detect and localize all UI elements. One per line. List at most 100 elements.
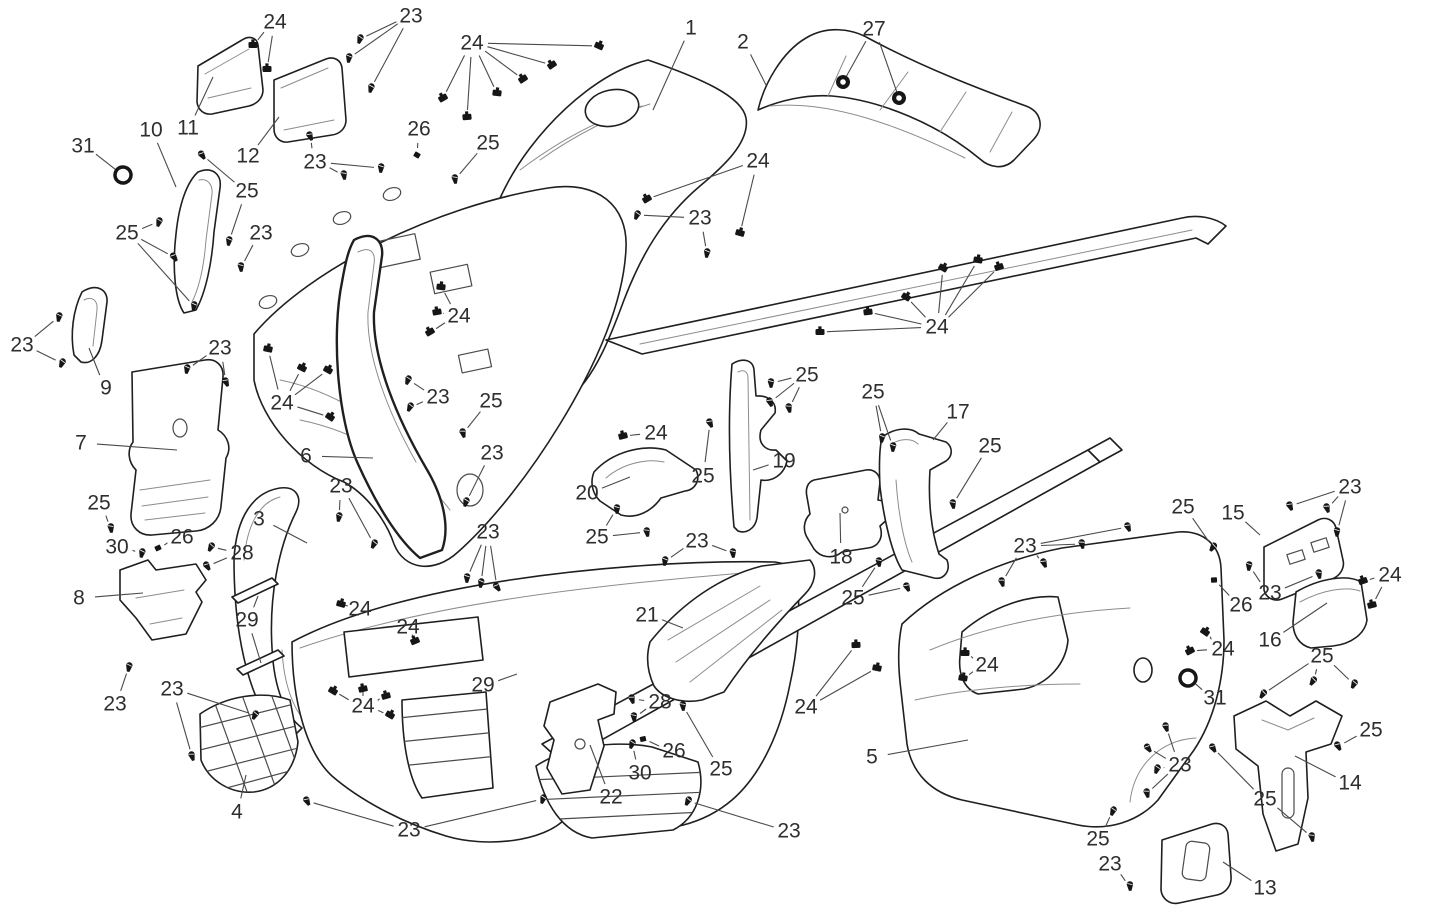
leader-line [481, 545, 487, 577]
callout-label-25: 25 [861, 381, 884, 404]
callout-label-23: 23 [249, 222, 272, 245]
leader-line [466, 56, 472, 111]
screw-fastener-icon [405, 375, 412, 385]
screw-fastener-icon [357, 34, 364, 44]
screw-fastener-icon [126, 662, 133, 672]
callout-label-23: 23 [303, 151, 326, 174]
screw-fastener-icon [613, 504, 621, 514]
leader-line [1277, 807, 1307, 834]
leader-line [1222, 861, 1252, 882]
leader-line [1209, 636, 1212, 640]
leader-line [887, 739, 969, 756]
leader-line [213, 557, 228, 565]
leader-line [140, 238, 169, 255]
leader-line [686, 711, 714, 758]
leader-line [313, 802, 394, 827]
leader-line [459, 152, 478, 175]
leader-line [141, 223, 153, 229]
leader-line [1040, 527, 1122, 545]
leader-line [377, 709, 384, 714]
leader-line [694, 802, 774, 828]
callout-label-8: 8 [73, 587, 85, 610]
callout-label-16: 16 [1258, 629, 1281, 652]
leader-line [338, 499, 341, 511]
part-12-detail [280, 67, 335, 131]
leader-line [1217, 752, 1254, 790]
clip-fastener-icon [973, 254, 983, 264]
screw-fastener-icon [169, 252, 178, 262]
screw-fastener-icon [156, 217, 163, 227]
part-15-slot [1286, 549, 1306, 565]
leader-line [1338, 500, 1347, 526]
leader-line [826, 327, 922, 333]
clip-fastener-icon [436, 281, 446, 291]
clip-fastener-icon [262, 63, 272, 73]
callout-label-3: 3 [253, 508, 265, 531]
leader-line [633, 750, 637, 760]
part-5-quarter-panel [897, 531, 1225, 828]
screw-fastener-icon [1110, 806, 1117, 816]
callout-label-23: 23 [160, 678, 183, 701]
leader-line [354, 23, 399, 55]
leader-line [156, 142, 177, 188]
screw-fastener-icon [1334, 741, 1342, 751]
screw-fastener-icon [377, 163, 385, 173]
screw-fastener-icon [1308, 832, 1315, 842]
screw-fastener-icon [1209, 743, 1217, 753]
part-13-slot [1181, 840, 1211, 882]
leader-line [878, 41, 898, 92]
callout-label-23: 23 [103, 693, 126, 716]
screw-fastener-icon [492, 582, 501, 592]
callout-label-24: 24 [351, 695, 375, 718]
callout-label-23: 23 [426, 386, 449, 409]
screw-fastener-icon [184, 364, 191, 374]
callout-label-26: 26 [662, 740, 685, 763]
bumper-left-vent [401, 691, 494, 799]
callout-label-15: 15 [1221, 502, 1244, 525]
callout-label-22: 22 [599, 786, 622, 809]
leader-line [741, 174, 755, 227]
leader-line [88, 347, 101, 376]
leader-line [839, 512, 842, 544]
leader-line [1192, 517, 1210, 542]
clip-fastener-icon [410, 635, 420, 646]
screw-fastener-icon [879, 433, 886, 443]
callout-label-25: 25 [1086, 828, 1109, 851]
callout-label-25: 25 [691, 465, 714, 488]
callout-label-23: 23 [480, 442, 503, 465]
leader-line [605, 514, 614, 526]
screw-fastener-icon [766, 397, 773, 407]
part-18-hole [841, 506, 849, 514]
callout-label-23: 23 [1013, 535, 1036, 558]
screw-fastener-icon [684, 796, 692, 806]
leader-line [348, 497, 372, 539]
bumper-left-vent-slats [402, 707, 493, 767]
callout-label-31: 31 [1203, 687, 1226, 710]
leader-line [217, 547, 227, 551]
screw-fastener-icon [628, 694, 635, 704]
callout-label-13: 13 [1253, 877, 1276, 900]
leader-line [638, 699, 645, 702]
callout-label-23: 23 [1168, 754, 1191, 777]
callout-label-30: 30 [628, 762, 651, 785]
leader-line [329, 167, 338, 173]
clip-fastener-icon [618, 430, 628, 440]
leader-line [444, 292, 452, 305]
part-19-bracket [728, 359, 788, 533]
leader-line [704, 429, 710, 463]
part-20-bracket [591, 447, 699, 517]
callout-label-25: 25 [841, 587, 864, 610]
screw-fastener-icon [303, 796, 311, 806]
part-6-detail [357, 249, 417, 463]
callout-label-29: 29 [235, 609, 258, 632]
part-9-bracket [71, 286, 108, 364]
callout-label-17: 17 [946, 401, 969, 424]
grommet-fastener-icon [892, 91, 906, 105]
screw-fastener-icon [903, 582, 911, 592]
screw-fastener-icon [1078, 539, 1085, 549]
leader-line [424, 800, 537, 828]
clip-fastener-icon [994, 261, 1004, 271]
callout-label-23: 23 [329, 475, 352, 498]
leader-line [874, 312, 922, 325]
